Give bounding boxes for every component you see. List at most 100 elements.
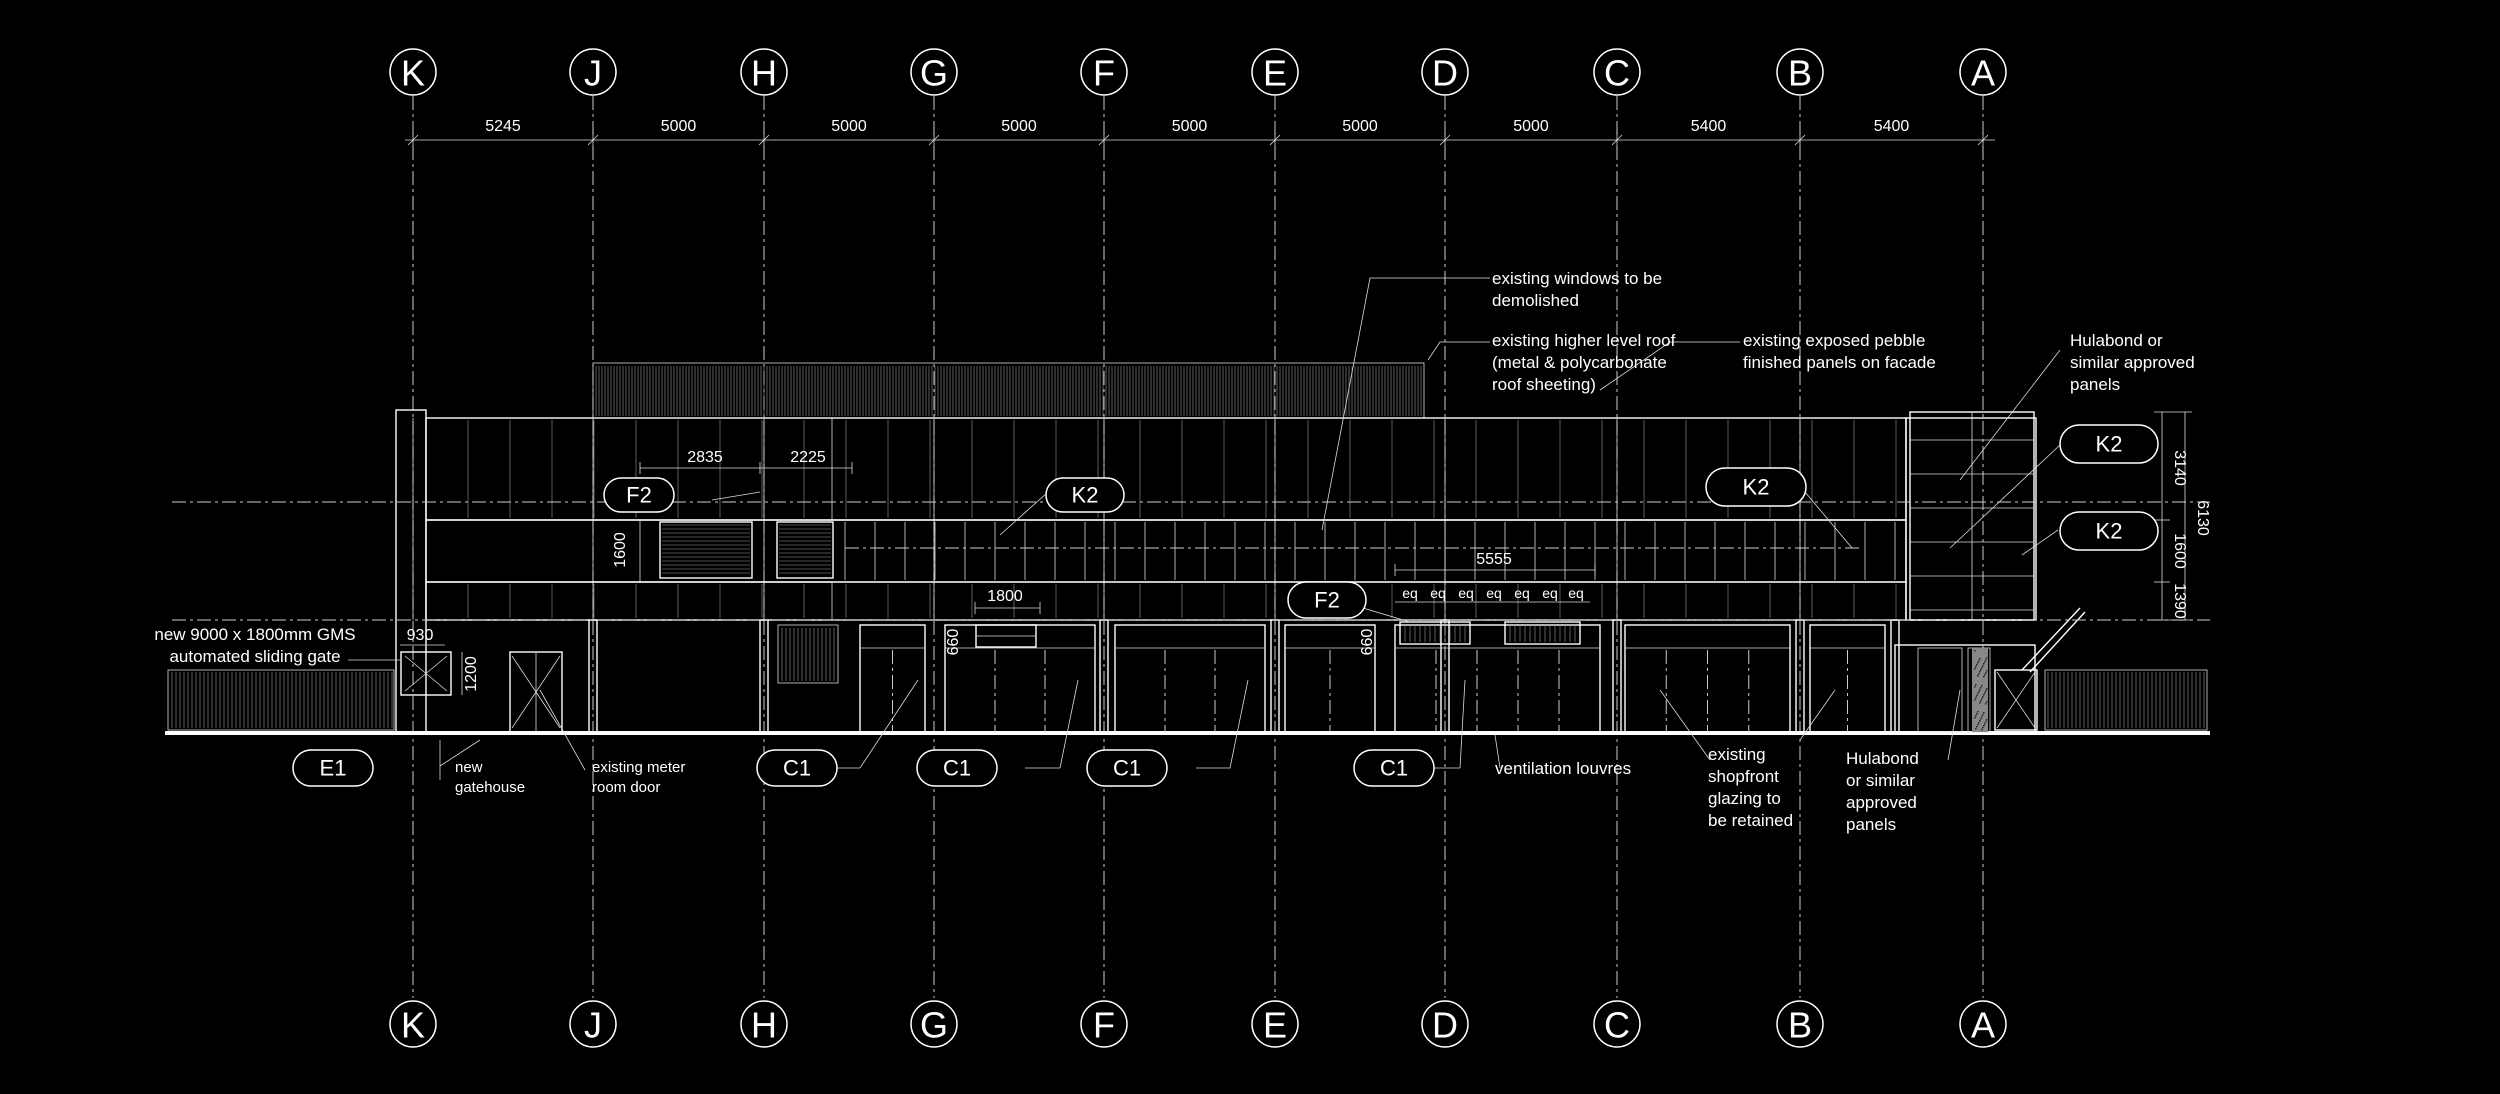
svg-text:Hulabond: Hulabond xyxy=(1846,749,1919,768)
dim-2225: 2225 xyxy=(790,449,826,466)
note-windows-demolished: existing windows to be demolished xyxy=(1492,269,1662,310)
grid-label: C xyxy=(1604,1005,1630,1046)
grid-bubble-k-top: K xyxy=(389,48,437,96)
grid-spacing-dim: 5000 xyxy=(1001,118,1037,135)
svg-text:gatehouse: gatehouse xyxy=(455,779,525,796)
grid-spacing-dim: 5000 xyxy=(1513,118,1549,135)
louvre-panel-1 xyxy=(659,521,753,579)
grid-spacing-dim: 5400 xyxy=(1874,118,1910,135)
grid-label: G xyxy=(920,53,948,94)
dim-1800: 1800 xyxy=(987,588,1023,605)
grid-bubble-j-top: J xyxy=(569,48,617,96)
fence-right xyxy=(2044,669,2208,731)
dim-2835: 2835 xyxy=(687,449,723,466)
svg-text:automated sliding gate: automated sliding gate xyxy=(169,647,340,666)
leader-lines xyxy=(348,277,2061,780)
tag-k2-right-3: K2 xyxy=(2059,511,2159,551)
grid-spacing-dim: 5400 xyxy=(1691,118,1727,135)
window-band-frame xyxy=(425,519,1907,583)
dim-5555: 5555 xyxy=(1476,551,1512,568)
grid-bubble-a-top: A xyxy=(1959,48,2007,96)
grid-spacing-dim: 5000 xyxy=(661,118,697,135)
svg-text:or similar: or similar xyxy=(1846,771,1915,790)
svg-text:K2: K2 xyxy=(2096,432,2123,457)
building-elevation xyxy=(165,362,2210,735)
fence-left xyxy=(167,669,395,731)
tag-f2-lower: F2 xyxy=(1287,581,1367,619)
dim-660-b: 660 xyxy=(1359,629,1376,656)
dim-eq: eq xyxy=(1514,585,1530,601)
grid-bubble-b-top: B xyxy=(1776,48,1824,96)
svg-text:E1: E1 xyxy=(320,756,347,781)
dim-6130: 6130 xyxy=(2194,500,2211,536)
grid-bubble-c-top: C xyxy=(1593,48,1641,96)
grid-label: A xyxy=(1971,53,1995,94)
grid-bubble-d-top: D xyxy=(1421,48,1469,96)
svg-text:Hulabond or: Hulabond or xyxy=(2070,331,2163,350)
higher-level-roof xyxy=(592,362,1425,419)
tag-c1-3: C1 xyxy=(1086,749,1168,787)
grid-label: D xyxy=(1432,1005,1458,1046)
dim-eq: eq xyxy=(1568,585,1584,601)
note-hulabond-top: Hulabond or similar approved panels xyxy=(2070,331,2195,394)
grid-bubble-k-bottom: K xyxy=(389,1000,437,1048)
svg-text:C1: C1 xyxy=(1380,756,1408,781)
tag-k2-right-2: K2 xyxy=(1705,467,1807,507)
grid-bubble-e-top: E xyxy=(1251,48,1299,96)
grid-bubble-f-top: F xyxy=(1080,48,1128,96)
dim-eq: eq xyxy=(1402,585,1418,601)
grid-label: K xyxy=(401,53,425,94)
grid-bubble-e-bottom: E xyxy=(1251,1000,1299,1048)
svg-text:approved: approved xyxy=(1846,793,1917,812)
lower-panel-band xyxy=(425,581,1907,621)
svg-text:existing: existing xyxy=(1708,745,1766,764)
grid-spacing-dim: 5000 xyxy=(831,118,867,135)
tag-k2-right-1: K2 xyxy=(2059,424,2159,464)
dim-eq: eq xyxy=(1458,585,1474,601)
svg-text:K2: K2 xyxy=(1743,475,1770,500)
svg-text:existing windows to be: existing windows to be xyxy=(1492,269,1662,288)
svg-text:F2: F2 xyxy=(1314,588,1340,613)
tag-c1-2: C1 xyxy=(916,749,998,787)
grid-label: D xyxy=(1432,53,1458,94)
dim-eq: eq xyxy=(1542,585,1558,601)
grid-label: B xyxy=(1788,1005,1812,1046)
dim-930: 930 xyxy=(407,627,434,644)
tag-f2-upper: F2 xyxy=(603,477,675,513)
grid-spacing-dim: 5000 xyxy=(1342,118,1378,135)
svg-text:glazing to: glazing to xyxy=(1708,789,1781,808)
svg-text:existing higher level roof: existing higher level roof xyxy=(1492,331,1676,350)
svg-text:existing meter: existing meter xyxy=(592,759,685,776)
shopfront-2 xyxy=(944,624,1096,733)
svg-text:new 9000 x 1800mm GMS: new 9000 x 1800mm GMS xyxy=(154,625,355,644)
svg-text:panels: panels xyxy=(2070,375,2120,394)
tag-k2-mid: K2 xyxy=(1045,477,1125,513)
note-hulabond-bottom: Hulabond or similar approved panels xyxy=(1846,749,1919,834)
grid-label: C xyxy=(1604,53,1630,94)
grid-spacing-dim: 5000 xyxy=(1172,118,1208,135)
svg-text:K2: K2 xyxy=(1072,483,1099,508)
svg-text:C1: C1 xyxy=(783,756,811,781)
datum-lines xyxy=(172,501,2210,621)
svg-text:F2: F2 xyxy=(626,483,652,508)
svg-text:finished panels on facade: finished panels on facade xyxy=(1743,353,1936,372)
note-shopfront: existing shopfront glazing to be retaine… xyxy=(1708,745,1793,830)
interior-dimensions: 2835 2225 1600 1800 660 660 930 1200 555… xyxy=(400,411,2211,695)
svg-text:new: new xyxy=(455,759,483,776)
grid-bubble-g-top: G xyxy=(910,48,958,96)
dim-1390: 1390 xyxy=(2171,583,2188,619)
dim-1600: 1600 xyxy=(612,532,629,568)
svg-text:room door: room door xyxy=(592,779,660,796)
svg-text:similar approved: similar approved xyxy=(2070,353,2195,372)
note-pebble-panels: existing exposed pebble finished panels … xyxy=(1743,331,1936,372)
svg-text:panels: panels xyxy=(1846,815,1896,834)
grid-bubble-h-top: H xyxy=(740,48,788,96)
shopfront-3 xyxy=(1114,624,1266,733)
grid-bubble-j-bottom: J xyxy=(569,1000,617,1048)
note-higher-roof: existing higher level roof (metal & poly… xyxy=(1492,331,1676,394)
grid-label: J xyxy=(584,1005,602,1046)
grid-label: A xyxy=(1971,1005,1995,1046)
dim-1200: 1200 xyxy=(463,656,480,692)
